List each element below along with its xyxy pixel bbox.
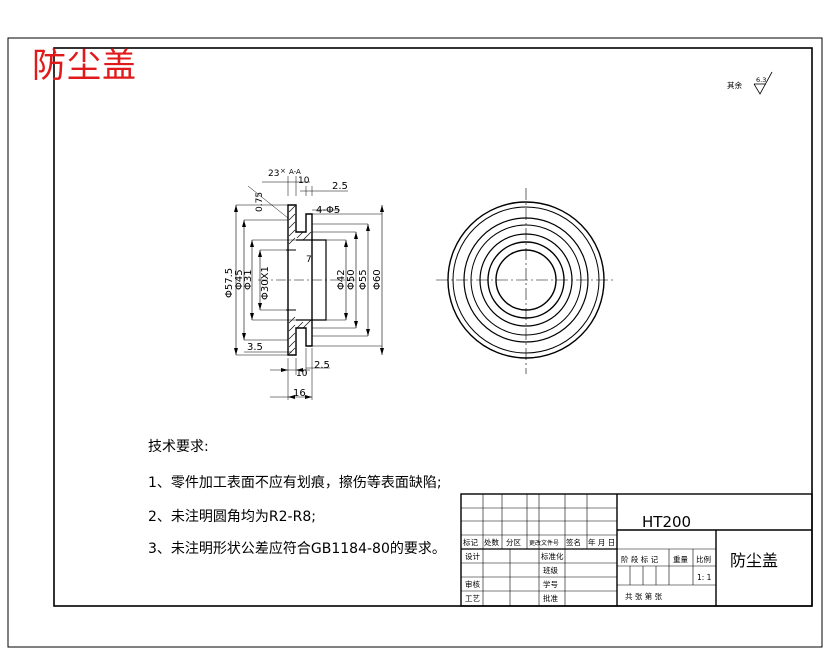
material: HT200 <box>642 513 691 531</box>
weight-header: 重量 <box>673 555 688 564</box>
dim-2-5-bot: 2.5 <box>314 360 330 371</box>
part-name: 防尘盖 <box>730 551 778 570</box>
dim-phi-60: Φ60 <box>372 269 383 290</box>
roughness-label: 其余 <box>727 80 742 90</box>
label-shenhe: 审核 <box>465 579 480 589</box>
dim-0-75: 0.75 <box>255 192 265 212</box>
label-biaozhunhua: 标准化 <box>541 551 564 561</box>
dim-holes: 4-Φ5 <box>316 205 340 216</box>
dim-chamfer: 23 <box>268 169 279 179</box>
dim-phi-42: Φ42 <box>336 269 347 290</box>
roughness-value: 6.3 <box>756 76 766 84</box>
front-view <box>436 188 616 374</box>
section-dimensions: 23 × A-A 10 2.5 4-Φ5 0.75 Φ57.5 Φ45 Φ31 … <box>224 167 383 399</box>
inner-frame <box>53 47 813 607</box>
label-nianyueri: 年 月 日 <box>588 537 615 547</box>
roughness-symbol <box>753 71 773 95</box>
tech-requirement-1: 1、零件加工表面不应有划痕，擦伤等表面缺陷; <box>148 475 442 491</box>
dim-phi-57-5: Φ57.5 <box>224 268 235 298</box>
tech-requirements-title: 技术要求: <box>148 439 209 455</box>
sheets-text: 共 张 第 张 <box>625 591 663 601</box>
dim-10-bot: 10 <box>296 369 308 379</box>
dim-phi-45: Φ45 <box>234 269 245 290</box>
dim-phi-50: Φ50 <box>346 269 357 290</box>
scale-header: 比例 <box>696 554 711 564</box>
label-sheji: 设计 <box>465 551 480 561</box>
tech-requirement-3: 3、未注明形状公差应符合GB1184-80的要求。 <box>148 541 446 557</box>
label-biaoji: 标记 <box>463 537 478 547</box>
label-fenqu: 分区 <box>506 538 521 547</box>
dim-16: 16 <box>293 388 306 399</box>
section-label: A-A <box>289 168 301 176</box>
dim-2-5-top: 2.5 <box>332 181 348 192</box>
label-qianming: 签名 <box>566 537 581 547</box>
dim-3-5: 3.5 <box>247 342 263 353</box>
tech-requirement-2: 2、未注明圆角均为R2-R8; <box>148 509 316 525</box>
title-block <box>460 493 813 607</box>
label-pizhun: 批准 <box>543 593 558 603</box>
section-view <box>234 176 384 400</box>
label-jiexiao: 班级 <box>543 565 558 575</box>
scale-value: 1: 1 <box>697 573 712 582</box>
dim-phi-30: Φ30X1 <box>260 266 271 300</box>
label-xuehao: 学号 <box>543 579 558 589</box>
label-gongyi: 工艺 <box>465 594 480 603</box>
outer-border <box>7 37 823 648</box>
label-chushu: 处数 <box>484 537 499 547</box>
label-gengai: 更改文件号 <box>529 539 559 547</box>
dim-phi-55: Φ55 <box>358 269 369 290</box>
stage-header: 阶 段 标 记 <box>621 554 659 564</box>
drawing-title: 防尘盖 <box>32 46 137 86</box>
dim-phi-31: Φ31 <box>243 269 254 290</box>
dim-10-top: 10 <box>298 176 310 186</box>
dim-chamfer-x: × <box>280 167 286 175</box>
dim-7: 7 <box>306 255 312 265</box>
title-block-text: 标记 处数 分区 更改文件号 签名 年 月 日 设计 标准化 班级 审核 学号 … <box>463 513 778 603</box>
